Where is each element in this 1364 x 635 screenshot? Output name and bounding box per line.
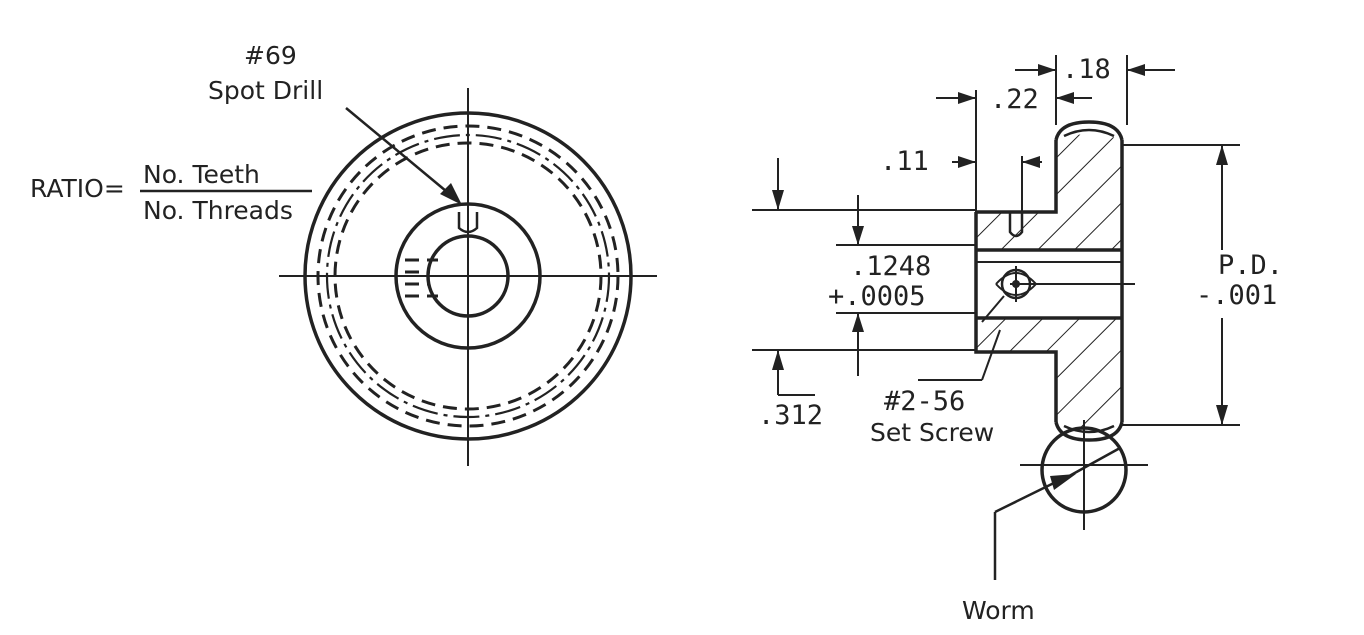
worm-label: Worm [962, 596, 1035, 625]
section-hatch-upper [976, 134, 1122, 250]
section-hatch-lower [976, 318, 1122, 428]
dim-022: .22 [990, 84, 1039, 115]
dim-hub-diameter: .312 [758, 400, 823, 431]
section-outline [974, 140, 1124, 422]
hub-circle [394, 202, 542, 350]
worm-gear [1020, 420, 1148, 530]
gear-root-dashed [333, 141, 603, 411]
ratio-label: RATIO= [30, 174, 125, 203]
spot-drill-arrowhead [440, 183, 462, 205]
dim-bore-tolerance: +.0005 [828, 281, 926, 312]
section-view: .18 .22 .11 .312 .1248 +.0005 [752, 54, 1283, 625]
tooth-bottom-arc [1054, 421, 1124, 442]
dim-018: .18 [1062, 54, 1111, 85]
dim-011: .11 [880, 146, 929, 177]
tooth-top-arc [1054, 120, 1124, 141]
gear-outer-circle [303, 111, 633, 441]
spot-drill-number: #69 [244, 41, 297, 70]
spot-drill-label: Spot Drill [208, 76, 323, 105]
gear-addendum-dashed [316, 124, 620, 428]
hidden-setscrew-lines [405, 258, 438, 298]
dim-pd-label: P.D. [1218, 250, 1283, 281]
spot-drill-mark [457, 212, 479, 236]
setscrew-text: Set Screw [870, 418, 994, 447]
ratio-denominator: No. Threads [143, 196, 293, 225]
setscrew-detail [981, 212, 1038, 323]
spot-drill-leader [345, 107, 453, 197]
dim-bore-value: .1248 [850, 251, 931, 282]
gear-pitch-circle [325, 133, 611, 419]
setscrew-size: #2-56 [884, 386, 965, 417]
ratio-numerator: No. Teeth [143, 160, 260, 189]
worm-leader [994, 478, 1061, 514]
dim-pd-tolerance: -.001 [1196, 280, 1277, 311]
front-view: #69 Spot Drill RATIO= No. Teeth No. Thre… [30, 41, 657, 466]
